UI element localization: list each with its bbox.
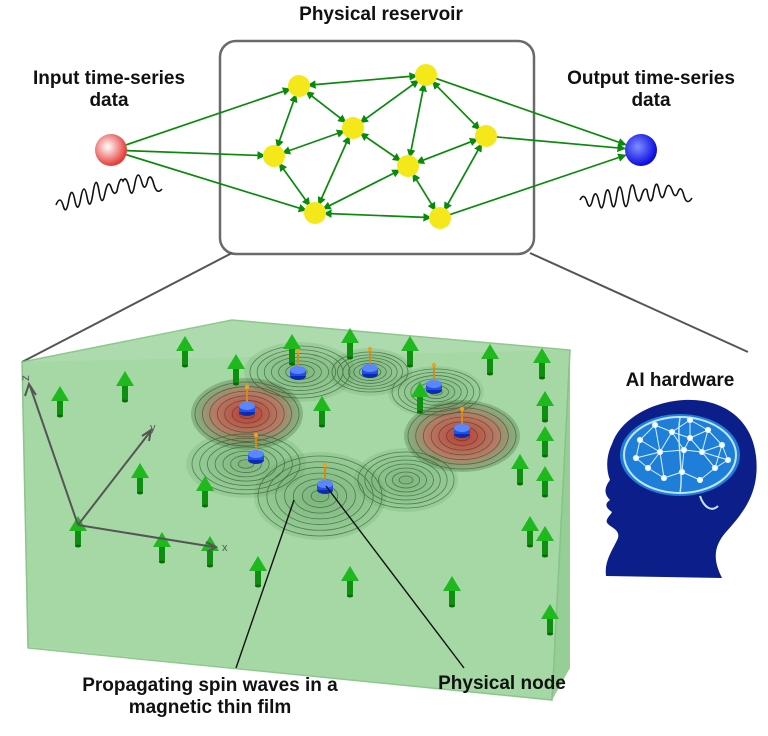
physical-node-icon (317, 480, 333, 488)
axis-y-label: y (150, 422, 156, 434)
output-waveform (579, 183, 693, 209)
physical-nodes (239, 346, 470, 494)
input-waveform (55, 174, 163, 211)
reservoir-node-icon (342, 117, 364, 139)
spin-arrow-icon (443, 576, 461, 608)
reservoir-edge (411, 172, 437, 212)
spin-arrow-icon (51, 386, 69, 418)
spin-arrow-icon (341, 328, 359, 360)
reservoir-edge (278, 162, 311, 207)
reservoir-edge (448, 153, 627, 216)
reservoir-node-icon (288, 75, 310, 97)
input-label-line1: Input time-series (32, 68, 186, 89)
spin-arrow-icon (401, 336, 419, 368)
reservoir-node-icon (304, 202, 326, 224)
spin-arrow-icon (227, 354, 245, 386)
reservoir-edge (125, 87, 292, 146)
reservoir-node-icon (263, 145, 285, 167)
brain-network-icon (620, 414, 740, 510)
output-label: Output time-series data (534, 68, 768, 112)
spin-arrow-icon (536, 391, 554, 423)
spin-arrow-icon (521, 516, 539, 548)
zoom-line-left (21, 252, 233, 363)
physical-node-icon (426, 380, 442, 388)
ai-hardware-label: AI hardware (625, 370, 735, 391)
reservoir-edge (126, 149, 266, 160)
reservoir-node-icon (397, 155, 419, 177)
spin-wave-caption-line1: Propagating spin waves in a (82, 675, 338, 696)
reservoir-title: Physical reservoir (299, 4, 463, 25)
spin-arrow-icon (131, 463, 149, 495)
reservoir-edge (431, 80, 481, 131)
spin-arrow-icon (511, 454, 529, 486)
spin-arrow-icon (313, 396, 331, 428)
reservoir-edge (126, 153, 308, 213)
spin-arrow-icon (249, 556, 267, 588)
reservoir-edge (407, 82, 427, 159)
physical-node-icon (248, 450, 264, 458)
spin-wave-caption-line2: magnetic thin film (128, 696, 292, 718)
spin-arrow-icon (341, 566, 359, 598)
physical-node-icon (290, 366, 306, 374)
output-label-line1: Output time-series (567, 68, 735, 89)
reservoir-nodes (263, 64, 497, 229)
physical-node-label: Physical node (438, 673, 566, 694)
reservoir-edges (125, 72, 627, 222)
caption-pointer (235, 499, 295, 669)
axis-z-label: z (18, 375, 32, 381)
reservoir-edge (359, 132, 402, 162)
node-pointer (325, 485, 465, 669)
reservoir-edge (443, 143, 483, 211)
spin-arrow-icon (533, 348, 551, 380)
output-node-icon (625, 134, 657, 166)
spin-arrow-icon (283, 334, 301, 366)
spin-arrow-icon (536, 466, 554, 498)
spin-arrow-icon (481, 344, 499, 376)
spin-arrow-icon (196, 476, 214, 508)
reservoir-edge (275, 93, 298, 149)
spin-arrow-icon (411, 382, 429, 414)
reservoir-edge (434, 77, 627, 147)
spin-wave-caption: Propagating spin waves in a magnetic thi… (0, 675, 420, 719)
axis-x-label: x (222, 542, 228, 554)
spin-arrow-icon (176, 336, 194, 368)
reservoir-node-icon (415, 64, 437, 86)
input-label-line2: data (89, 89, 129, 111)
physical-node-icon (362, 364, 378, 372)
reservoir-edge (494, 135, 626, 153)
reservoir-edge (322, 169, 401, 210)
physical-node-icon (454, 424, 470, 432)
spin-arrow-icon (536, 426, 554, 458)
reservoir-node-icon (475, 125, 497, 147)
input-label: Input time-series data (0, 68, 218, 112)
spin-wave-ripples (186, 342, 520, 540)
reservoir-edge (281, 129, 346, 155)
input-node-icon (95, 134, 127, 166)
output-label-line2: data (631, 89, 671, 111)
reservoir-edge (305, 90, 347, 124)
reservoir-node-icon (429, 207, 451, 229)
zoom-line-right (529, 252, 749, 353)
spin-arrow-icon (536, 526, 554, 558)
spin-arrow-icon (116, 371, 134, 403)
reservoir-edge (323, 209, 432, 222)
physical-node-icon (239, 402, 255, 410)
coordinate-axes (24, 381, 219, 553)
spin-arrow-icon (541, 604, 559, 636)
